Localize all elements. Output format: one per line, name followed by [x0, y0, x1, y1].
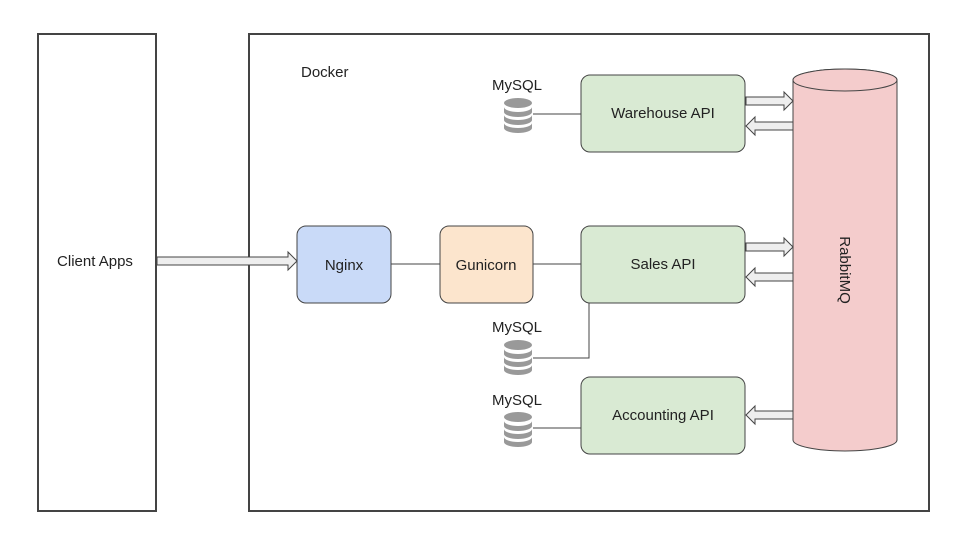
- sales-db-line: [533, 303, 590, 359]
- rabbitmq-to-accounting-arrow: [745, 404, 794, 426]
- accounting-api-label: Accounting API: [612, 407, 714, 424]
- warehouse-mysql: MySQL: [492, 77, 542, 133]
- rabbitmq-queue: RabbitMQ: [792, 68, 898, 452]
- database-icon: [504, 412, 532, 447]
- sales-mysql-label: MySQL: [492, 319, 542, 336]
- sales-mysql: MySQL: [492, 319, 542, 375]
- connector-lines: [391, 113, 590, 429]
- client-apps-box: [37, 33, 157, 512]
- client-apps-label: Client Apps: [57, 253, 133, 270]
- client-to-nginx-arrow: [156, 250, 298, 272]
- sales-api-label: Sales API: [630, 256, 695, 273]
- rabbitmq-to-sales-arrow: [745, 266, 794, 288]
- rabbitmq-label: RabbitMQ: [836, 236, 853, 304]
- accounting-api-node: Accounting API: [580, 376, 746, 455]
- gunicorn-label: Gunicorn: [456, 257, 517, 274]
- arrows: [156, 90, 794, 426]
- database-icon: [504, 98, 532, 133]
- nginx-node: Nginx: [296, 225, 392, 304]
- accounting-mysql-label: MySQL: [492, 392, 542, 409]
- accounting-mysql: MySQL: [492, 392, 542, 447]
- rabbitmq-to-warehouse-arrow: [745, 115, 794, 137]
- database-icon: [504, 340, 532, 375]
- warehouse-to-rabbitmq-arrow: [745, 90, 794, 112]
- nginx-label: Nginx: [325, 257, 364, 274]
- warehouse-api-label: Warehouse API: [611, 105, 715, 122]
- warehouse-mysql-label: MySQL: [492, 77, 542, 94]
- sales-api-node: Sales API: [580, 225, 746, 304]
- rabbitmq-cylinder-top: [792, 68, 898, 92]
- warehouse-api-node: Warehouse API: [580, 74, 746, 153]
- docker-label: Docker: [301, 64, 349, 81]
- gunicorn-node: Gunicorn: [439, 225, 534, 304]
- sales-to-rabbitmq-arrow: [745, 236, 794, 258]
